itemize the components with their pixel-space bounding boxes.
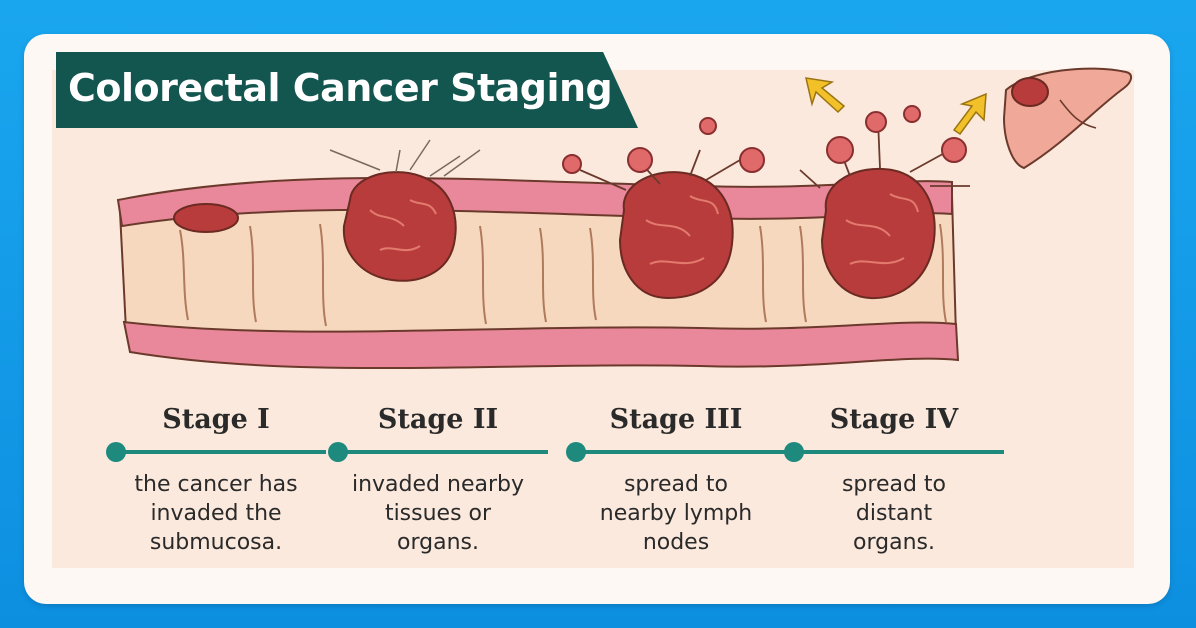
- stage-divider: [328, 442, 548, 462]
- stage-1: Stage I the cancer has invaded the submu…: [106, 400, 326, 557]
- stage-title: Stage IV: [829, 404, 959, 435]
- stage-description: spread to distant organs.: [841, 472, 947, 555]
- stage-description: the cancer has invaded the submucosa.: [134, 472, 298, 555]
- stage-divider: [566, 442, 786, 462]
- colon-icon: [116, 176, 960, 370]
- title-banner: [56, 52, 638, 128]
- stage-title: Stage I: [162, 404, 270, 435]
- stage-title: Stage II: [377, 404, 499, 435]
- stage-4: Stage IV spread to distant organs.: [784, 400, 1004, 557]
- stage-2: Stage II invaded nearby tissues or organ…: [328, 400, 548, 557]
- tumor-icon: [820, 167, 936, 300]
- tumor-icon: [173, 203, 239, 233]
- tumor-icon: [329, 139, 481, 282]
- stage-title: Stage III: [609, 404, 743, 435]
- stage-divider: [784, 442, 1004, 462]
- stage-divider: [106, 442, 326, 462]
- page-title: Colorectal Cancer Staging: [68, 66, 613, 110]
- stage-description: spread to nearby lymph nodes: [599, 472, 753, 555]
- stage-description: invaded nearby tissues or organs.: [351, 472, 524, 555]
- arrow-icon: [805, 77, 987, 136]
- tumor-icon: [618, 171, 734, 300]
- lymph-node-icon: [799, 105, 970, 189]
- stage-3: Stage III spread to nearby lymph nodes: [566, 400, 786, 557]
- lymph-node-icon: [562, 117, 765, 191]
- liver-icon: [1002, 67, 1132, 170]
